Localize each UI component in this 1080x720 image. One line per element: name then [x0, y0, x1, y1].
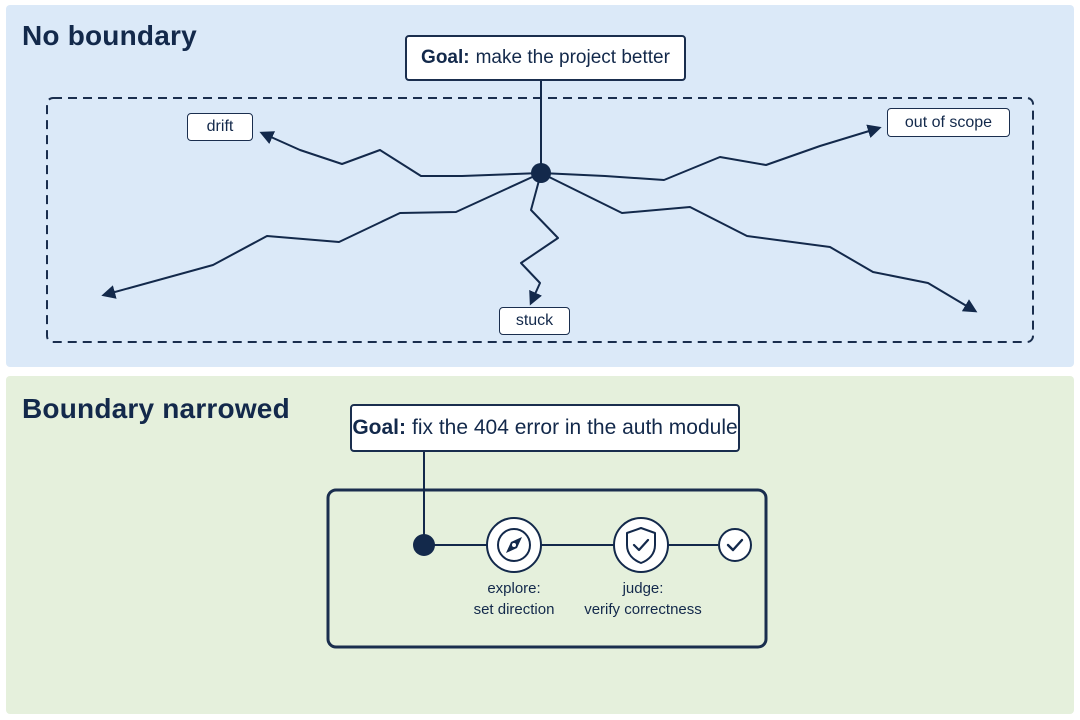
- compass-icon: [486, 517, 542, 573]
- path-to-out-of-scope: [540, 124, 882, 181]
- solid-boundary-rect: [326, 488, 768, 649]
- path-lower-left: [101, 172, 542, 299]
- path-to-stuck: [520, 172, 559, 306]
- explore-step-title: explore:: [487, 580, 541, 597]
- goal-text: fix the 404 error in the auth module: [411, 416, 738, 439]
- stuck-label: stuck: [499, 307, 570, 335]
- bounded-start-node: [413, 534, 435, 556]
- path-to-drift: [259, 131, 542, 177]
- goal-text: make the project better: [475, 47, 670, 68]
- judge-step-desc: verify correctness: [584, 601, 702, 618]
- goal-prefix: Goal:: [421, 47, 470, 68]
- path-lower-right: [540, 172, 978, 313]
- explore-step-label: explore: set direction: [454, 578, 574, 620]
- goal-prefix: Goal:: [352, 416, 406, 439]
- judge-step-title: judge:: [622, 580, 664, 597]
- goal-box-specific: Goal: fix the 404 error in the auth modu…: [350, 404, 740, 452]
- goal-box-vague: Goal: make the project better: [405, 35, 686, 81]
- boundary-narrowed-title: Boundary narrowed: [22, 393, 290, 424]
- shield-check-icon: [613, 517, 669, 573]
- check-icon: [718, 528, 752, 562]
- no-boundary-title: No boundary: [22, 20, 197, 51]
- explore-step-desc: set direction: [473, 601, 555, 618]
- judge-step-label: judge: verify correctness: [578, 578, 708, 620]
- start-node: [531, 163, 551, 183]
- out-of-scope-label: out of scope: [887, 108, 1010, 137]
- drift-label: drift: [187, 113, 253, 141]
